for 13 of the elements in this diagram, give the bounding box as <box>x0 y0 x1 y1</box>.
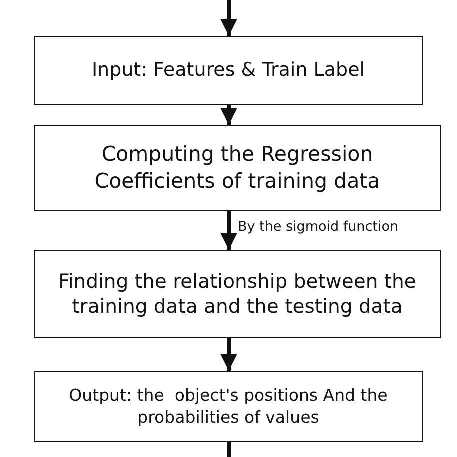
process-box <box>34 125 441 211</box>
process-box <box>34 250 441 338</box>
arrow <box>220 211 238 250</box>
arrow <box>220 0 238 36</box>
box-text: Finding the relationship between the training data and the testing data <box>58 268 418 320</box>
arrow <box>220 105 238 125</box>
process-box <box>34 371 423 442</box>
edge-label: By the sigmoid function <box>238 218 399 234</box>
box-text: Output: the object's positions And the probabilities of values <box>68 385 389 428</box>
box-text: Computing the Regression Coefficients of training data <box>94 141 382 195</box>
box-text: Input: Features & Train Label <box>92 58 366 83</box>
process-box <box>34 36 423 105</box>
arrow <box>220 338 238 371</box>
